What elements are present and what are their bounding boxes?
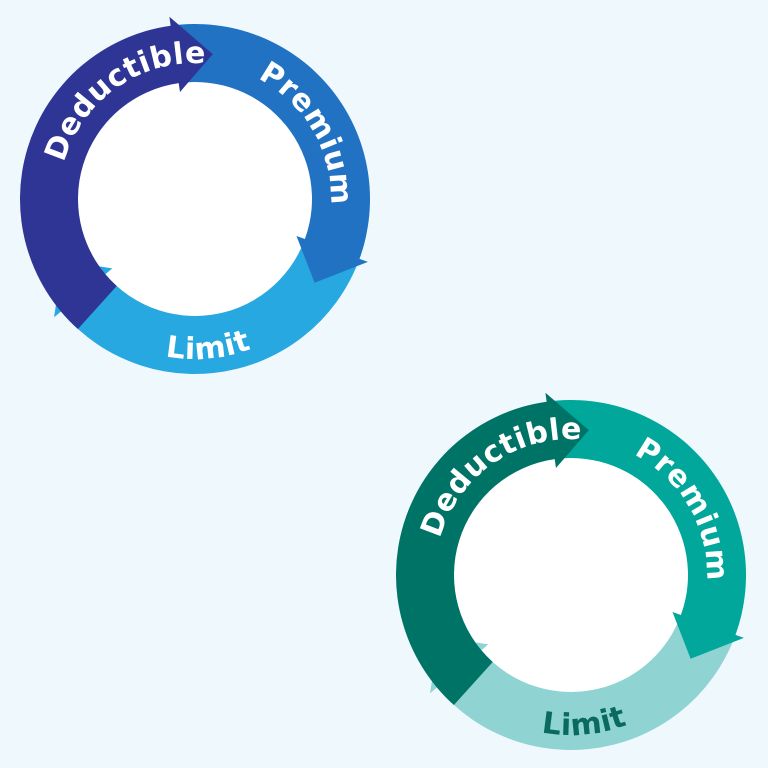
deductible-segment: [395, 392, 589, 706]
limit-arrow: Limit: [430, 599, 743, 751]
premium-segment: [170, 23, 371, 283]
limit-segment: [54, 223, 367, 375]
limit-segment: [430, 599, 743, 751]
deductible-segment: [19, 16, 213, 330]
teal-cycle-diagram: Limit Premium Deductible: [395, 392, 747, 751]
premium-segment: [546, 399, 747, 659]
cycle-center-teal: [454, 458, 688, 692]
limit-arrow: Limit: [54, 223, 367, 375]
cycle-center-blue: [78, 82, 312, 316]
